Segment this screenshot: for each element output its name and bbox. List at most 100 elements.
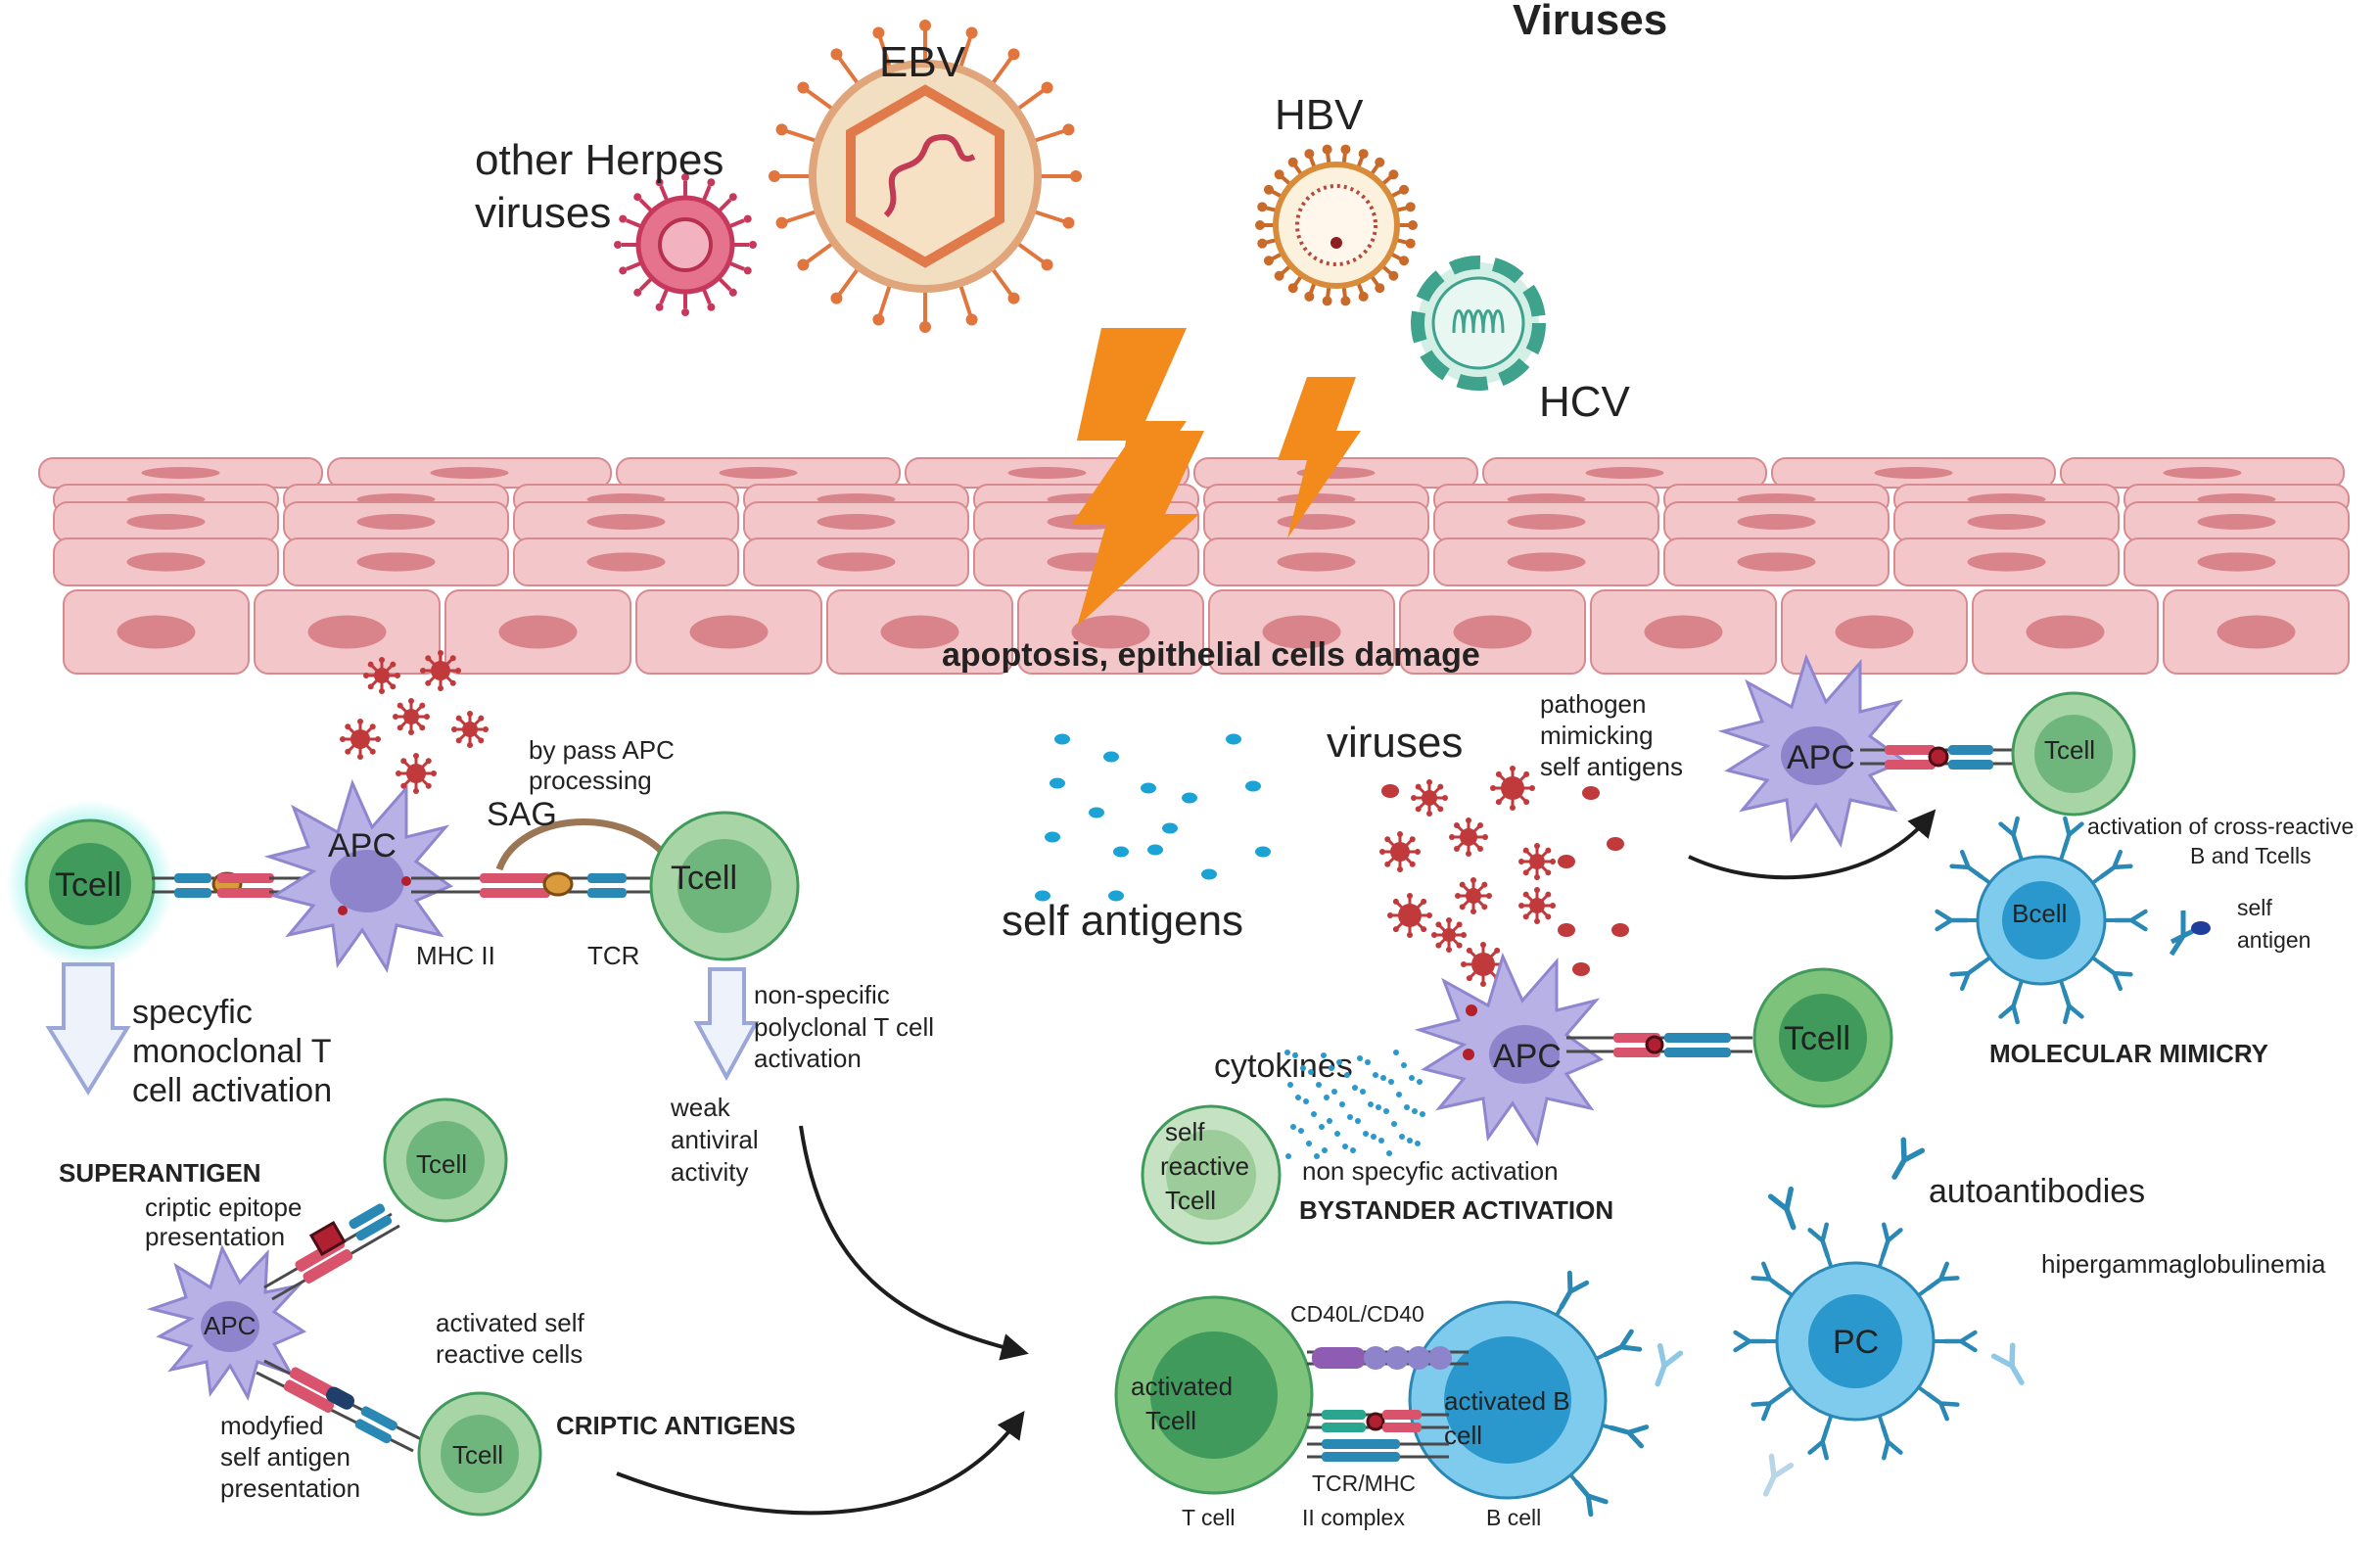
tcr-label: TCR (587, 941, 639, 970)
cytokine-dot (1393, 1050, 1399, 1055)
tcell (649, 811, 800, 961)
cytokine-dot (1316, 1082, 1322, 1088)
antibody-icon (1949, 849, 1983, 879)
cytokine-dot (1311, 1111, 1317, 1117)
virus-particle (1572, 962, 1590, 976)
antibody-icon (1926, 1261, 1960, 1291)
tcell (1752, 967, 1893, 1108)
cytokine-dot (1321, 1052, 1327, 1058)
self-reactive-label-1: self (1165, 1117, 1205, 1146)
virus-particle (1611, 923, 1629, 937)
nucleus (880, 615, 959, 649)
nucleus (2163, 467, 2242, 479)
plasma-cell (1733, 1222, 1978, 1461)
self-antigen-dot (1162, 822, 1178, 834)
nucleus (1644, 615, 1723, 649)
cytokine-dot (1352, 1085, 1358, 1091)
receptor-complex (256, 1203, 422, 1453)
down-arrow-icon (45, 962, 131, 1096)
specific-label-1: specyfic (132, 994, 253, 1031)
pathogen-label-3: self antigens (1540, 752, 1683, 781)
specific-label-2: monoclonal T (132, 1033, 332, 1070)
self-antigen-dot (1201, 868, 1217, 880)
antibody-icon (2169, 911, 2197, 957)
bystander-heading: BYSTANDER ACTIVATION (1299, 1195, 1613, 1225)
virus-particle (1558, 855, 1575, 868)
cytokine-dot (1386, 1150, 1392, 1156)
cytokine-dot (1407, 1138, 1413, 1144)
nucleus (1835, 615, 1914, 649)
flow-arrow (799, 1125, 1029, 1361)
tcell-label: Tcell (671, 860, 737, 897)
self-antigen-dot (1141, 782, 1156, 794)
antibody-icon (2099, 849, 2133, 879)
tcell (2011, 691, 2136, 817)
self-antigen-label-1: self (2237, 895, 2272, 920)
virus-icon (1455, 877, 1492, 914)
self-antigen-icon (2191, 921, 2211, 935)
cytokine-dot (1355, 1118, 1361, 1124)
antibody-icon (1881, 1222, 1903, 1258)
antibody-icon (1998, 816, 2021, 853)
virus-icon (1411, 779, 1448, 817)
nucleus (689, 615, 769, 649)
receptor-complex (1860, 745, 2017, 770)
lightning-bolt-icon (1077, 328, 1187, 531)
cytokine-dot (1376, 1104, 1381, 1110)
antibody-icon (2113, 909, 2148, 932)
antibody-icon (2062, 816, 2084, 853)
cytokine-dot (1378, 1138, 1384, 1144)
antibody-icon (1767, 1186, 1797, 1231)
antibody-group (1655, 1137, 2025, 1497)
virus-icon (1431, 917, 1467, 953)
epithelium-layer (38, 457, 2350, 675)
cytokine-dots (1284, 1050, 1425, 1159)
cytokine-dot (1347, 1114, 1353, 1120)
cytokine-dot (1409, 1075, 1415, 1081)
hcv-label: HCV (1539, 378, 1631, 426)
nucleus (817, 514, 896, 530)
cytokine-dot (1284, 1050, 1290, 1055)
antibody-icon (1574, 1479, 1609, 1518)
apoptosis-label: apoptosis, epithelial cells damage (942, 636, 1480, 674)
pathogen-label-1: pathogen (1540, 689, 1646, 719)
cytokine-dot (1339, 1101, 1345, 1107)
cytokine-dot (1399, 1134, 1405, 1140)
apc-cell (1717, 653, 1908, 848)
modified-label-3: presentation (220, 1473, 360, 1503)
nucleus (126, 514, 206, 530)
nucleus (141, 467, 220, 479)
antibody-icon (1942, 1330, 1978, 1353)
activated-self-label-2: reactive cells (436, 1339, 583, 1369)
tcell-label: Tcell (2044, 735, 2095, 765)
cytokine-dot (1383, 1108, 1389, 1114)
nucleus (1262, 615, 1341, 649)
cytokine-dot (1319, 1124, 1325, 1130)
nucleus (498, 615, 578, 649)
other-herpes-label-1: other Herpes (475, 136, 723, 184)
weak-label-2: antiviral (671, 1125, 759, 1154)
sag-label: SAG (487, 796, 557, 833)
nucleus (1277, 514, 1356, 530)
cytokine-dot (1324, 1095, 1330, 1100)
weak-label-1: weak (670, 1093, 731, 1122)
cytokine-dot (1342, 1144, 1348, 1149)
nucleus (2026, 615, 2105, 649)
apc-cell (263, 778, 454, 973)
hbv-virus-icon (1255, 144, 1418, 306)
viruses-title: Viruses (1513, 0, 1667, 44)
self-antigen-dots (1035, 733, 1271, 902)
hcv-virus-icon (1411, 256, 1546, 391)
receptor-complex (1566, 1033, 1752, 1057)
cytokine-dot (1329, 1065, 1334, 1071)
tcell-label: Tcell (55, 866, 121, 904)
hbv-label: HBV (1275, 91, 1364, 139)
activated-bcell-label-2: cell (1444, 1421, 1482, 1450)
nucleus (1007, 467, 1087, 479)
tcr-mhc-complex (1307, 1410, 1449, 1462)
activated-tcell-label-2: Tcell (1145, 1406, 1196, 1435)
cytokine-dot (1404, 1104, 1410, 1110)
virus-icon (420, 650, 461, 691)
cytokine-dot (1331, 1089, 1337, 1095)
nucleus (1071, 615, 1150, 649)
